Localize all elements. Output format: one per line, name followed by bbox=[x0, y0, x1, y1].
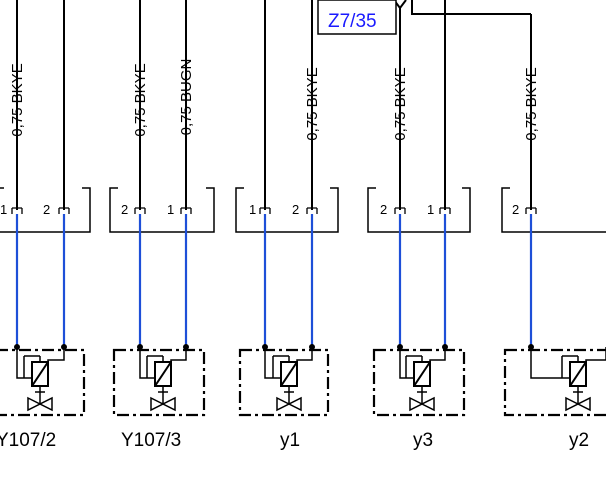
coil-diagonal bbox=[280, 361, 298, 387]
valve-body bbox=[276, 396, 302, 412]
pin-terminal bbox=[11, 207, 23, 214]
valve-body bbox=[27, 396, 53, 412]
splice-frame bbox=[317, 0, 397, 35]
pin-number: 1 bbox=[249, 202, 256, 217]
coil-lead bbox=[399, 347, 414, 379]
solenoid-valve-icon bbox=[14, 344, 67, 412]
component-enclosure bbox=[0, 348, 86, 417]
wire-label: 0,75 BKYE bbox=[304, 67, 321, 140]
pin-numbers: 1 2 2 1 1 2 2 1 2 bbox=[0, 202, 519, 217]
coil-lead bbox=[530, 347, 570, 379]
solenoid-valve-icon bbox=[262, 344, 315, 412]
solenoid-valve-icon bbox=[137, 344, 189, 412]
wire-label: 0,75 BKYE bbox=[523, 67, 540, 140]
component-label: y1 bbox=[280, 430, 300, 451]
connector-housing bbox=[109, 187, 215, 233]
connector-housing bbox=[0, 187, 91, 233]
pin-terminal bbox=[306, 207, 318, 214]
connectors bbox=[0, 187, 606, 233]
solenoid-valves bbox=[14, 344, 606, 412]
coil-lead bbox=[139, 347, 155, 379]
pin-terminal bbox=[58, 207, 70, 214]
wire-label: 0,75 BKYE bbox=[132, 63, 149, 136]
connector-housing bbox=[235, 187, 339, 233]
coil-lead bbox=[264, 347, 281, 379]
coil-diagonal bbox=[569, 361, 587, 387]
internal-wires bbox=[15, 214, 533, 347]
pin-terminal bbox=[180, 207, 192, 214]
wire-label: 0,75 BKYE bbox=[392, 67, 409, 140]
pin-terminal bbox=[134, 207, 146, 214]
pin-number: 1 bbox=[167, 202, 174, 217]
splice-z7-35: Z7/35 bbox=[317, 0, 397, 35]
component-labels: Y107/2 Y107/3 y1 y3 y2 bbox=[0, 430, 589, 451]
component-label: Y107/2 bbox=[0, 430, 56, 451]
harness-wires bbox=[16, 0, 532, 210]
wire-label: 0,75 BKYE bbox=[9, 63, 26, 136]
pin-number: 2 bbox=[121, 202, 128, 217]
pin-number: 2 bbox=[512, 202, 519, 217]
pin-number: 1 bbox=[427, 202, 434, 217]
component-enclosures bbox=[0, 348, 606, 417]
component-enclosure bbox=[112, 348, 206, 417]
pin-terminal bbox=[259, 207, 271, 214]
coil-diagonal bbox=[154, 361, 172, 387]
harness-wire bbox=[411, 0, 531, 15]
pin-number: 2 bbox=[292, 202, 299, 217]
component-enclosure bbox=[503, 348, 606, 417]
connector-housing bbox=[367, 187, 471, 233]
component-label: y3 bbox=[413, 430, 433, 451]
coil-diagonal bbox=[413, 361, 431, 387]
wire-labels: 0,75 BKYE 0,75 BKYE 0,75 BUGN 0,75 BKYE … bbox=[9, 59, 540, 141]
wire-label: 0,75 BUGN bbox=[178, 59, 195, 136]
valve-body bbox=[409, 396, 435, 412]
component-enclosure bbox=[372, 348, 466, 417]
valve-body bbox=[150, 396, 176, 412]
component-label: y2 bbox=[569, 430, 589, 451]
coil-diagonal bbox=[31, 361, 49, 387]
solenoid-valve-icon bbox=[397, 344, 448, 412]
pin-terminal bbox=[525, 207, 537, 214]
component-label: Y107/3 bbox=[121, 430, 181, 451]
pin-terminal bbox=[439, 207, 451, 214]
pin-number: 2 bbox=[380, 202, 387, 217]
connector-pins bbox=[11, 207, 537, 214]
pin-terminal bbox=[394, 207, 406, 214]
splice-label: Z7/35 bbox=[328, 11, 377, 32]
connector-housing bbox=[501, 187, 606, 233]
pin-number: 2 bbox=[43, 202, 50, 217]
valve-body bbox=[565, 396, 591, 412]
solenoid-valve-icon bbox=[528, 344, 606, 412]
pin-number: 1 bbox=[0, 202, 7, 217]
coil-lead bbox=[16, 347, 32, 379]
component-enclosure bbox=[238, 348, 330, 417]
